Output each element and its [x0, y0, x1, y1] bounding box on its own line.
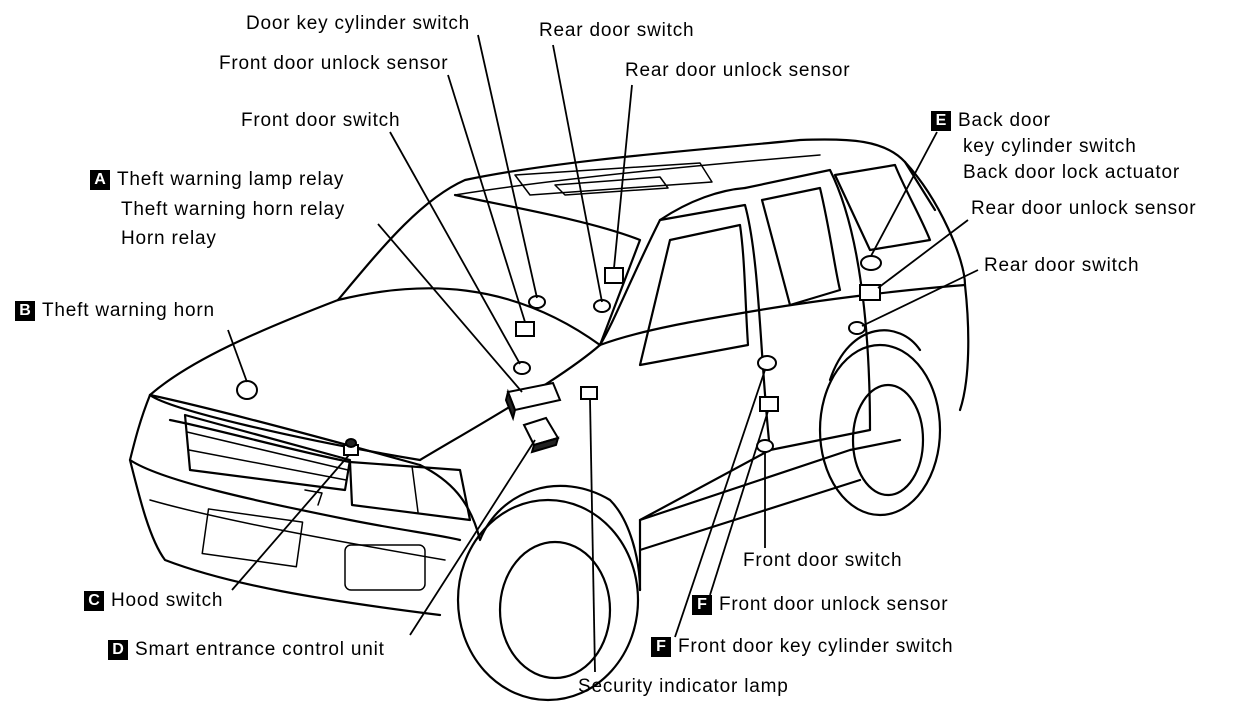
fog-lamp-opening [344, 544, 426, 591]
label-group-a: A Theft warning lamp relay [90, 169, 344, 191]
label-group-c: C Hood switch [84, 590, 223, 612]
leader-back-door [870, 131, 938, 257]
label-group-f-key: F Front door key cylinder switch [651, 636, 953, 658]
badge-b: B [15, 301, 35, 321]
label-theft-warning-horn-relay: Theft warning horn relay [121, 199, 346, 220]
front-door-unlock-sensor-top-icon [515, 321, 535, 337]
rear-tire [818, 343, 942, 517]
label-back-door-lock-actuator: Back door lock actuator [963, 162, 1180, 183]
rear-quarter [903, 160, 970, 412]
a-pillar [598, 186, 747, 347]
label-horn-relay: Horn relay [121, 228, 217, 249]
leader-front-door-unlock-sensor-top [447, 74, 526, 323]
rear-door-unlock-sensor-right-icon [859, 284, 881, 301]
rear-rim [851, 383, 925, 497]
label-group-d: D Smart entrance control unit [108, 639, 385, 661]
rear-door-switch-right-icon [848, 321, 866, 335]
tow-hook [304, 489, 323, 506]
label-hood-switch: Hood switch [111, 590, 224, 611]
label-smart-entrance-control-unit: Smart entrance control unit [135, 639, 385, 660]
label-rear-door-switch-top: Rear door switch [539, 20, 695, 41]
front-door-switch-bottom-icon [756, 439, 774, 453]
badge-e: E [931, 111, 951, 131]
badge-f-1: F [692, 595, 712, 615]
label-front-door-key-cylinder-switch: Front door key cylinder switch [678, 636, 954, 657]
control-unit-icon [522, 416, 560, 454]
back-door-key-cylinder-switch-icon [860, 255, 882, 271]
leader-rear-door-switch-right [861, 269, 979, 327]
theft-warning-horn-icon [236, 380, 258, 400]
grille-top [168, 418, 352, 464]
label-group-e: E Back door [931, 110, 1051, 132]
leader-theft-warning-horn [227, 329, 248, 383]
grille [183, 413, 352, 492]
leader-smart-entrance-control-unit [409, 439, 536, 636]
leader-lines [227, 34, 979, 673]
grille-bar-1 [186, 431, 349, 471]
hood-front-edge [148, 393, 422, 467]
rear-quarter-window [833, 163, 932, 252]
label-theft-warning-lamp-relay: Theft warning lamp relay [117, 169, 345, 190]
front-tire [456, 498, 640, 702]
headlight-divider [411, 465, 419, 513]
relay-box-icon [504, 381, 562, 422]
leader-rear-door-unlock-sensor-right [877, 219, 969, 289]
label-rear-door-unlock-sensor-top: Rear door unlock sensor [625, 60, 851, 81]
label-front-door-switch-top: Front door switch [241, 110, 401, 131]
windshield [336, 193, 642, 347]
leader-front-door-switch-top [389, 131, 521, 365]
roof-rail [454, 154, 821, 196]
body-belt-line [598, 283, 967, 347]
front-door [638, 203, 772, 522]
label-front-door-unlock-sensor-top: Front door unlock sensor [219, 53, 449, 74]
badge-c: C [84, 591, 104, 611]
license-plate [201, 508, 304, 568]
label-group-b: B Theft warning horn [15, 300, 215, 322]
label-rear-door-unlock-sensor-right: Rear door unlock sensor [971, 198, 1197, 219]
leader-front-door-unlock-sensor-bottom [709, 410, 769, 596]
front-rim [498, 540, 612, 680]
badge-d: D [108, 640, 128, 660]
front-door-key-cylinder-switch-icon [757, 355, 777, 371]
front-bumper [128, 458, 442, 617]
front-fender [418, 463, 642, 592]
label-theft-warning-horn: Theft warning horn [42, 300, 215, 321]
vehicle-outline [128, 138, 970, 702]
front-door-unlock-sensor-bottom-icon [759, 396, 779, 412]
leader-front-door-key-cylinder-switch [674, 369, 766, 638]
security-indicator-lamp-icon [580, 386, 598, 400]
label-front-door-switch-bottom: Front door switch [743, 550, 903, 571]
sunroof-inner [554, 176, 669, 196]
grille-bar-2 [188, 449, 347, 481]
label-group-f-unlock: F Front door unlock sensor [692, 594, 948, 616]
label-front-door-unlock-sensor-bottom: Front door unlock sensor [719, 594, 949, 615]
label-back-door: Back door [958, 110, 1051, 131]
rear-arch [828, 329, 922, 382]
leader-theft-relays [377, 223, 523, 393]
rocker-lower [638, 478, 862, 552]
rear-door-window [760, 186, 842, 307]
front-door-switch-top-icon [513, 361, 531, 375]
label-key-cylinder-switch: key cylinder switch [963, 136, 1137, 157]
badge-f-2: F [651, 637, 671, 657]
leader-rear-door-unlock-sensor-top [613, 84, 633, 269]
headlight [348, 460, 472, 522]
rear-door-unlock-sensor-top-icon [604, 267, 624, 284]
leader-rear-door-switch-top [552, 44, 603, 303]
bumper-line [149, 499, 446, 561]
front-fascia [128, 393, 462, 542]
label-rear-door-switch-right: Rear door switch [984, 255, 1140, 276]
leader-door-key-cylinder-switch [477, 34, 538, 299]
front-door-window [638, 223, 750, 367]
leader-security-indicator-lamp [589, 398, 596, 673]
badge-a: A [90, 170, 110, 190]
roof-outline [336, 138, 937, 302]
leader-hood-switch [231, 454, 350, 591]
label-door-key-cylinder-switch: Door key cylinder switch [246, 13, 471, 34]
label-security-indicator-lamp: Security indicator lamp [578, 676, 789, 697]
sunroof [514, 162, 713, 196]
hood-switch-icon [343, 438, 359, 456]
